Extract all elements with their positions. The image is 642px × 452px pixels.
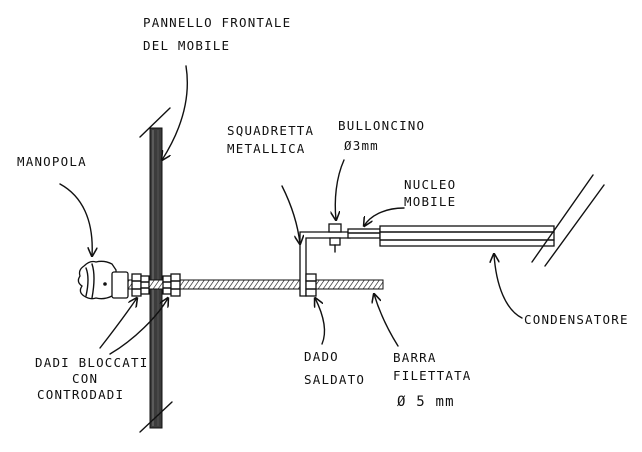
knob-arrow (59, 183, 92, 256)
bracket-arrow (281, 185, 300, 244)
lock-nuts (131, 273, 181, 297)
bracket-label-line1: SQUADRETTA (227, 123, 314, 138)
nuts-arrow-right (109, 298, 168, 355)
bolt-arrow (335, 159, 345, 220)
bolt-label-line2: Ø3mm (344, 138, 379, 153)
welded-nut (305, 273, 317, 297)
core-label-line1: NUCLEO (404, 177, 456, 192)
knob (77, 260, 129, 300)
bracket-label-line2: METALLICA (227, 141, 306, 156)
core-arrow (364, 207, 405, 226)
knob-label: MANOPOLA (17, 154, 87, 169)
welded-nut-label-line1: DADO (304, 349, 339, 364)
rod-arrow (374, 294, 399, 347)
threaded-rod (117, 279, 384, 290)
capacitor-label: CONDENSATORE (524, 312, 629, 327)
nuts-label-line3: CONTRODADI (37, 387, 124, 402)
panel-label-line2: DEL MOBILE (143, 38, 230, 53)
capacitor (379, 174, 605, 267)
rod-label-line2: FILETTATA (393, 368, 472, 383)
nuts-label-line2: CON (72, 371, 98, 386)
nuts-arrow-left (99, 298, 137, 349)
core-label-line2: MOBILE (404, 194, 456, 209)
bolt-label-line1: BULLONCINO (338, 118, 425, 133)
front-panel (139, 107, 173, 433)
panel-arrow (162, 65, 188, 160)
labels: PANNELLO FRONTALE DEL MOBILE MANOPOLA SQ… (17, 15, 629, 410)
rod-label-line1: BARRA (393, 350, 437, 365)
small-bolt (328, 223, 342, 253)
rod-label-line3: Ø 5 mm (397, 394, 455, 410)
panel-label-line1: PANNELLO FRONTALE (143, 15, 291, 30)
welded-nut-label-line2: SALDATO (304, 372, 365, 387)
welded-nut-arrow (315, 298, 326, 345)
capacitor-arrow (494, 254, 523, 319)
leader-lines (59, 65, 523, 355)
nuts-label-line1: DADI BLOCCATI (35, 355, 148, 370)
movable-core (347, 228, 381, 239)
